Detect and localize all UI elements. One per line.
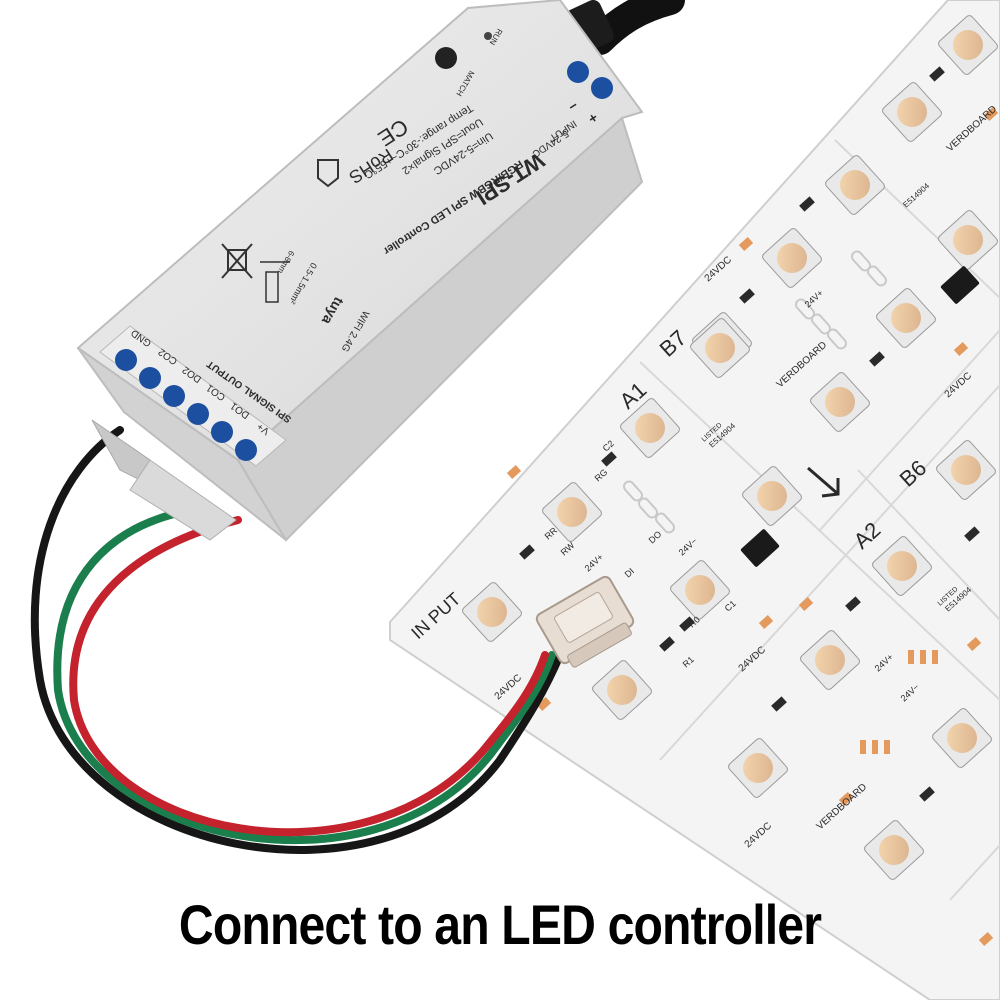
led-chip	[882, 82, 942, 142]
driver-ic-group	[740, 266, 980, 567]
weee-bin-icon	[221, 243, 253, 279]
led-chip	[938, 210, 998, 270]
led-chip	[690, 318, 750, 378]
led-chip	[762, 228, 822, 288]
led-chip	[872, 536, 932, 596]
led-chip	[670, 560, 730, 620]
cable-bundle	[30, 426, 564, 854]
wire-entry-block	[91, 419, 237, 541]
driver-ic	[940, 266, 980, 304]
led-chip	[620, 398, 680, 458]
flow-arrow-icon	[807, 466, 840, 498]
led-chip	[825, 155, 885, 215]
wire-green	[53, 504, 556, 845]
led-chip	[936, 440, 996, 500]
driver-ic	[740, 529, 780, 567]
led-chip	[592, 660, 652, 720]
led-chip	[810, 372, 870, 432]
board-tile-lines	[639, 139, 1000, 901]
led-chip	[938, 15, 998, 75]
terminal-screw	[163, 385, 185, 407]
terminal-screw	[567, 61, 589, 83]
led-chip	[462, 582, 522, 642]
led-chip	[800, 630, 860, 690]
solder-pad-group	[622, 250, 888, 534]
indoor-use-icon	[317, 159, 339, 188]
terminal-screw	[235, 439, 257, 461]
wire-black	[30, 426, 564, 854]
resistor-group	[519, 66, 980, 802]
wire-strip-icon	[260, 261, 290, 303]
led-chip	[742, 466, 802, 526]
run-led	[484, 32, 492, 40]
led-chip	[864, 820, 924, 880]
copper-pad-group	[506, 107, 999, 946]
board-connector	[535, 575, 635, 668]
led-chip	[932, 708, 992, 768]
led-chip	[728, 738, 788, 798]
led-chip	[876, 288, 936, 348]
input-terminals	[567, 61, 613, 99]
terminal-screw	[591, 77, 613, 99]
terminal-screw	[115, 349, 137, 371]
terminal-screw	[139, 367, 161, 389]
controller-housing	[76, 0, 644, 542]
caption: Connect to an LED controller	[178, 893, 822, 956]
output-terminals	[115, 349, 257, 461]
terminal-screw	[211, 421, 233, 443]
match-button[interactable]	[435, 47, 457, 69]
led-chip-group	[462, 15, 998, 880]
terminal-screw	[187, 403, 209, 425]
led-board: A1 A2 B6 B7 IN PUT 24VDC 24VDC 24VDC 24V…	[389, 0, 1000, 1000]
led-chip	[542, 482, 602, 542]
wire-red	[69, 516, 549, 837]
